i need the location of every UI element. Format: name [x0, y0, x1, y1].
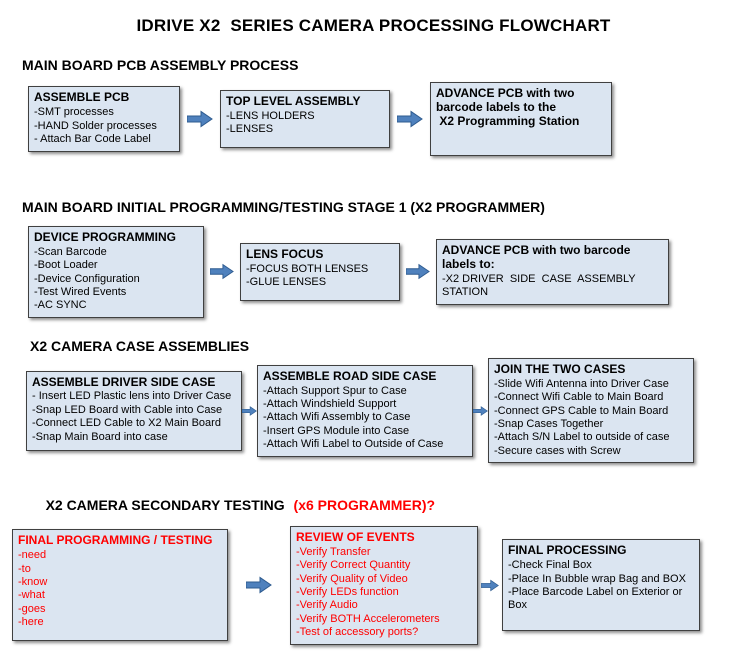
- section-heading-text: X2 CAMERA SECONDARY TESTING: [45, 497, 289, 513]
- flow-box-lens-focus: LENS FOCUS -FOCUS BOTH LENSES -GLUE LENS…: [240, 242, 400, 301]
- flow-arrow-icon: [473, 404, 488, 418]
- flow-box-review-of-events: REVIEW OF EVENTS -Verify Transfer -Verif…: [290, 526, 478, 645]
- box-item: -Snap Main Board into case: [32, 430, 168, 443]
- box-title: TOP LEVEL ASSEMBLY: [226, 94, 361, 108]
- flow-box-assemble-driver-side-case: ASSEMBLE DRIVER SIDE CASE - Insert LED P…: [26, 370, 242, 451]
- box-title: FINAL PROCESSING: [508, 543, 627, 558]
- box-title: DEVICE PROGRAMMING: [34, 230, 177, 244]
- section-heading-pcb-assembly: MAIN BOARD PCB ASSEMBLY PROCESS: [22, 57, 299, 73]
- box-item: -SMT processes: [34, 106, 114, 119]
- box-item: -Verify BOTH Accelerometers: [296, 612, 440, 625]
- section-heading-case-assemblies: X2 CAMERA CASE ASSEMBLIES: [30, 338, 250, 354]
- box-title: ADVANCE PCB with two barcode labels to t…: [436, 86, 580, 128]
- flow-box-assemble-pcb: ASSEMBLE PCB -SMT processes -HAND Solder…: [28, 86, 180, 152]
- box-title: ASSEMBLE PCB: [34, 90, 130, 105]
- box-item: -Verify Transfer: [296, 545, 371, 558]
- box-item: -Connect GPS Cable to Main Board: [494, 404, 669, 417]
- box-title: ASSEMBLE ROAD SIDE CASE: [263, 368, 437, 383]
- flow-row-3: ASSEMBLE DRIVER SIDE CASE - Insert LED P…: [26, 358, 694, 464]
- box-item: -LENS HOLDERS: [226, 109, 315, 122]
- flow-row-4: FINAL PROGRAMMING / TESTING -need -to -k…: [12, 526, 700, 645]
- flow-row-2: DEVICE PROGRAMMING -Scan Barcode -Boot L…: [28, 226, 669, 318]
- box-item: -Boot Loader: [34, 259, 98, 272]
- box-item: -Connect Wifi Cable to Main Board: [494, 391, 664, 404]
- flow-row-1: ASSEMBLE PCB -SMT processes -HAND Solder…: [28, 82, 612, 156]
- box-item: -know: [18, 575, 48, 588]
- box-item: -X2 DRIVER SIDE CASE ASSEMBLY STATION: [442, 272, 639, 299]
- box-item: -Secure cases with Screw: [494, 444, 621, 457]
- box-item: -Test of accessory ports?: [296, 626, 419, 639]
- flow-box-final-programming-testing: FINAL PROGRAMMING / TESTING -need -to -k…: [12, 529, 228, 642]
- box-title: ASSEMBLE DRIVER SIDE CASE: [32, 374, 216, 389]
- flow-arrow-icon: [210, 263, 234, 280]
- box-item: -Attach Windshield Support: [263, 397, 397, 410]
- flow-box-advance-pcb-case-assembly: ADVANCE PCB with two barcode labels to: …: [436, 239, 669, 305]
- flow-box-join-two-cases: JOIN THE TWO CASES -Slide Wifi Antenna i…: [488, 358, 694, 464]
- box-title: ADVANCE PCB with two barcode labels to:: [442, 243, 634, 271]
- box-item: -Verify Quality of Video: [296, 572, 408, 585]
- box-item: -Snap LED Board with Cable into Case: [32, 403, 223, 416]
- box-title: REVIEW OF EVENTS: [296, 530, 415, 544]
- section-heading-secondary-testing: X2 CAMERA SECONDARY TESTING (x6 PROGRAMM…: [30, 481, 436, 529]
- flow-arrow-icon: [481, 578, 499, 593]
- box-item: -Place Barcode Label on Exterior or Box: [508, 585, 686, 612]
- section-heading-red-suffix: (x6 PROGRAMMER)?: [293, 497, 436, 513]
- flow-box-advance-pcb-programming-station: ADVANCE PCB with two barcode labels to t…: [430, 82, 612, 156]
- flow-box-assemble-road-side-case: ASSEMBLE ROAD SIDE CASE -Attach Support …: [257, 364, 473, 457]
- box-item: -Attach Wifi Assembly to Case: [263, 411, 411, 424]
- box-item: -Device Configuration: [34, 272, 140, 285]
- box-item: -Attach Support Spur to Case: [263, 384, 407, 397]
- box-item: -need: [18, 549, 47, 562]
- box-item: -Insert GPS Module into Case: [263, 424, 410, 437]
- box-item: -Place In Bubble wrap Bag and BOX: [508, 572, 686, 585]
- page-title: IDRIVE X2 SERIES CAMERA PROCESSING FLOWC…: [136, 16, 611, 35]
- flow-box-final-processing: FINAL PROCESSING -Check Final Box -Place…: [502, 539, 700, 632]
- box-item: -Slide Wifi Antenna into Driver Case: [494, 377, 669, 390]
- box-item: -Verify Correct Quantity: [296, 559, 411, 572]
- box-item: -HAND Solder processes: [34, 119, 157, 132]
- section-heading-initial-programming: MAIN BOARD INITIAL PROGRAMMING/TESTING S…: [22, 199, 545, 215]
- flow-arrow-icon: [242, 404, 257, 418]
- box-item: -Connect LED Cable to X2 Main Board: [32, 417, 221, 430]
- box-item: -Verify Audio: [296, 599, 358, 612]
- box-item: - Attach Bar Code Label: [34, 133, 151, 146]
- flow-box-device-programming: DEVICE PROGRAMMING -Scan Barcode -Boot L…: [28, 226, 204, 318]
- box-title: LENS FOCUS: [246, 246, 324, 261]
- box-item: -FOCUS BOTH LENSES: [246, 262, 369, 275]
- box-item: -Scan Barcode: [34, 245, 107, 258]
- box-title: JOIN THE TWO CASES: [494, 362, 626, 376]
- box-item: -AC SYNC: [34, 299, 87, 312]
- box-item: -Verify LEDs function: [296, 586, 399, 599]
- box-item: -here: [18, 616, 44, 629]
- box-item: -Test Wired Events: [34, 286, 127, 299]
- box-item: -what: [18, 589, 45, 602]
- box-item: -Attach S/N Label to outside of case: [494, 431, 670, 444]
- box-item: -GLUE LENSES: [246, 276, 327, 289]
- box-item: -goes: [18, 602, 46, 615]
- box-item: -Check Final Box: [508, 559, 592, 572]
- box-item: -Snap Cases Together: [494, 418, 604, 431]
- box-title: FINAL PROGRAMMING / TESTING: [18, 533, 213, 548]
- box-item: -Attach Wifi Label to Outside of Case: [263, 438, 444, 451]
- flow-arrow-icon: [246, 576, 272, 594]
- flow-arrow-icon: [187, 110, 213, 128]
- box-item: -to: [18, 562, 31, 575]
- box-item: -LENSES: [226, 123, 274, 136]
- flow-arrow-icon: [406, 263, 430, 280]
- flow-box-top-level-assembly: TOP LEVEL ASSEMBLY -LENS HOLDERS -LENSES: [220, 90, 390, 148]
- box-item: - Insert LED Plastic lens into Driver Ca…: [32, 390, 232, 403]
- flow-arrow-icon: [397, 110, 423, 128]
